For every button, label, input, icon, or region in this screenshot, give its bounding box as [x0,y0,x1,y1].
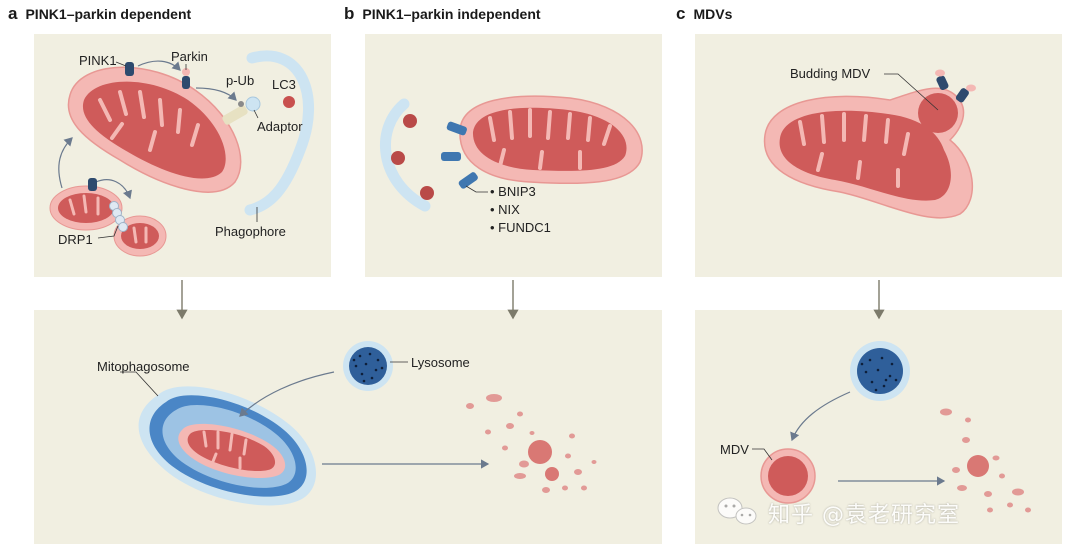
leader-pink1 [116,62,126,66]
label-phagophore: Phagophore [215,224,286,239]
cargo-dot-1 [403,114,417,128]
cargo-dot-2 [391,151,405,165]
label-parkin: Parkin [171,49,208,64]
label-mdv: MDV [720,442,749,457]
pub-dot [238,101,244,107]
label-pub: p-Ub [226,73,254,88]
label-lc3: LC3 [272,77,296,92]
watermark-text: 知乎 @袁老研究室 [768,497,960,529]
mdv-ub-1 [935,70,945,77]
adaptor-stalk [221,104,249,126]
pink1-receptor [125,62,134,76]
pink1-small-receptor [88,178,97,191]
mitochondrion-b [460,96,642,183]
leader-adaptor [254,110,258,118]
arrow-lysosome-mdv [792,392,850,440]
leader-mitophagosome [120,372,158,396]
arrow-fission-up [59,138,72,188]
lysosome-c [850,341,910,401]
adaptor-blob [246,97,260,111]
mitochondrion-a [68,67,240,192]
lysosome [343,341,393,391]
debris-ab [466,394,597,493]
label-adaptor: Adaptor [257,119,303,134]
label-lysosome: Lysosome [411,355,470,370]
label-budding-mdv: Budding MDV [790,66,871,81]
label-fundc1: • FUNDC1 [490,220,551,235]
receptor-b-2 [441,152,461,161]
cargo-dot-3 [420,186,434,200]
watermark-logo-icon [718,498,756,524]
mitochondrion-c [765,88,973,218]
label-pink1: PINK1 [79,53,117,68]
mdv-vesicle [761,449,815,503]
label-drp1: DRP1 [58,232,93,247]
leader-receptors [466,186,488,192]
parkin-receptor [182,76,190,89]
label-mitophagosome: Mitophagosome [97,359,190,374]
label-nix: • NIX [490,202,520,217]
mitophagosome [139,386,316,505]
mdv-ub-2 [966,85,976,92]
label-bnip3: • BNIP3 [490,184,536,199]
lc3-dot [283,96,295,108]
